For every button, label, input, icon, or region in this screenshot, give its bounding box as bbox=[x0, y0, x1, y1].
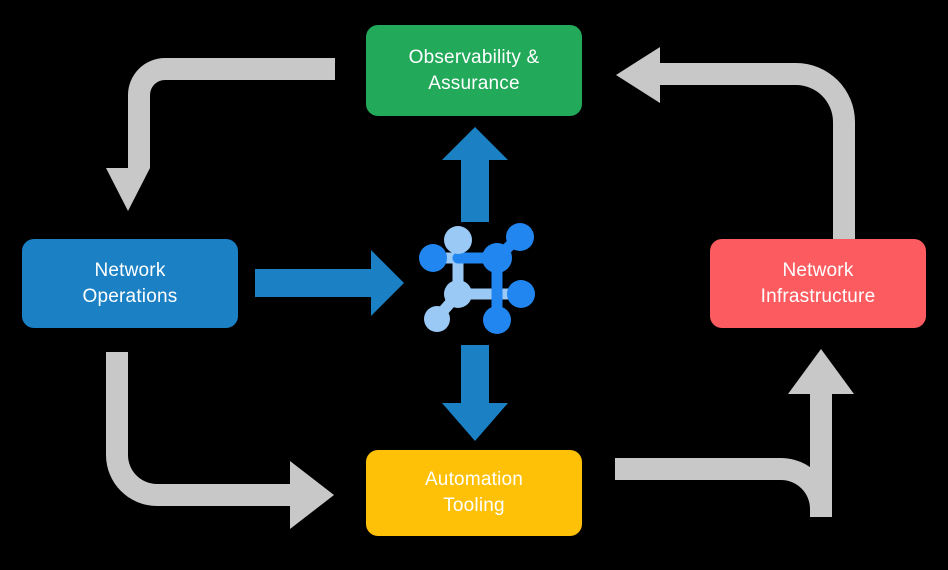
connector-automation-to-infrastructure bbox=[615, 349, 854, 517]
connector-operations-to-center bbox=[255, 250, 404, 316]
network-topology-icon-nodes bbox=[419, 223, 535, 334]
connector-operations-to-automation bbox=[106, 352, 334, 529]
node-label-network-infrastructure: Network Infrastructure bbox=[760, 259, 876, 307]
node-network-infrastructure[interactable]: Network Infrastructure bbox=[710, 239, 926, 328]
connector-infrastructure-to-observability bbox=[616, 47, 855, 240]
node-label-observability-assurance: Observability & Assurance bbox=[408, 46, 540, 94]
network-topology-icon-links bbox=[427, 231, 526, 326]
node-observability-assurance[interactable]: Observability & Assurance bbox=[366, 25, 582, 116]
connector-observability-to-operations bbox=[106, 58, 335, 211]
node-label-automation-tooling: Automation Tooling bbox=[424, 469, 524, 516]
node-automation-tooling[interactable]: Automation Tooling bbox=[366, 450, 582, 536]
node-network-operations[interactable]: Network Operations bbox=[22, 239, 238, 328]
connector-center-to-automation bbox=[442, 345, 508, 441]
connector-center-to-observability bbox=[442, 127, 508, 222]
node-label-network-operations: Network Operations bbox=[82, 259, 178, 307]
